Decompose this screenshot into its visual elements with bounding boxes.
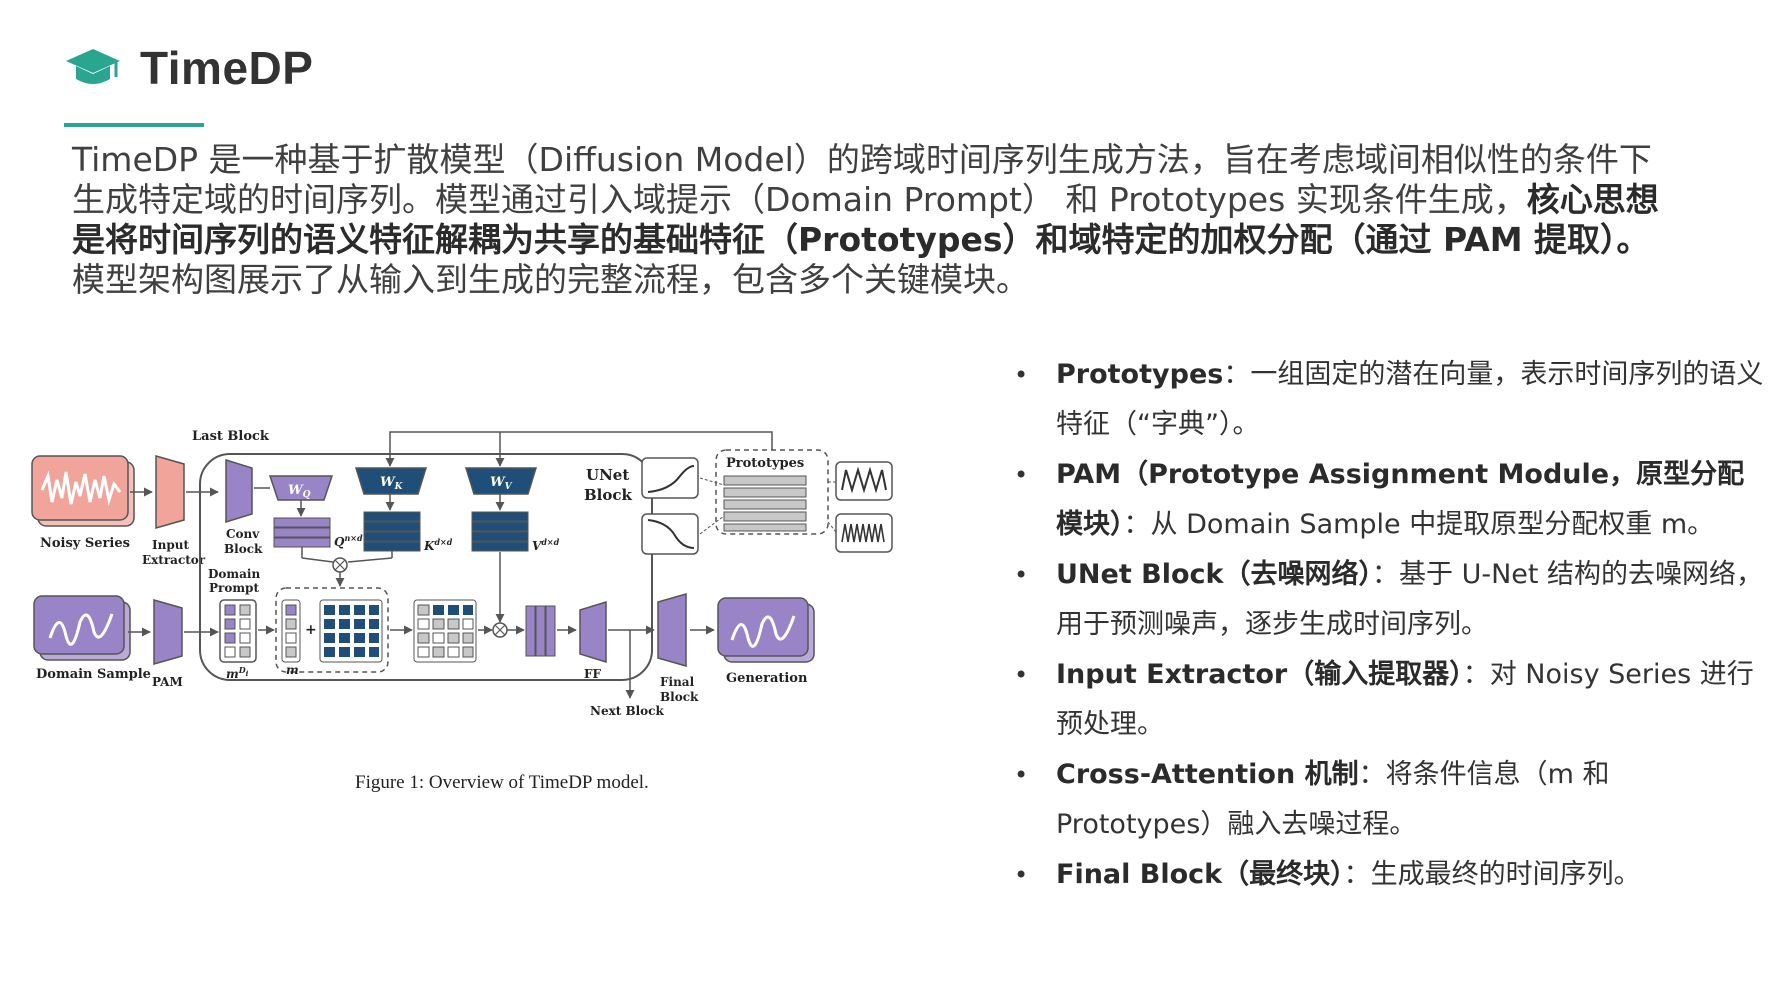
generation-label: Generation	[726, 671, 808, 686]
last-block-label: Last Block	[192, 429, 270, 444]
domain-sample-box	[33, 595, 131, 661]
bullet-unet: UNet Block（去噪网络）：基于 U-Net 结构的去噪网络，用于预测噪声…	[1010, 550, 1770, 650]
domain-prompt-label-2: Prompt	[209, 581, 259, 595]
bullet-pam: PAM（Prototype Assignment Module，原型分配模块）：…	[1010, 450, 1770, 550]
domain-prompt-grid	[219, 599, 257, 663]
v-matrix	[471, 511, 529, 552]
wk-projection	[354, 467, 428, 495]
domain-sample-label: Domain Sample	[36, 667, 151, 682]
intro-line-1: TimeDP 是一种基于扩散模型（Diffusion Model）的跨域时间序列…	[72, 140, 1652, 179]
next-block-label: Next Block	[590, 704, 664, 718]
generation-box	[717, 597, 815, 663]
title-underline	[64, 123, 204, 127]
wq-projection	[268, 475, 334, 501]
input-extractor-label-2: Extractor	[142, 553, 206, 567]
slide-header: TimeDP	[64, 38, 313, 98]
prototypes-group	[715, 449, 829, 535]
svg-text:Vd×d: Vd×d	[532, 537, 560, 553]
svg-text:WQ: WQ	[288, 483, 311, 500]
intro-line-3: 是将时间序列的语义特征解耦为共享的基础特征（Prototypes）和域特定的加权…	[72, 220, 1650, 259]
domain-prompt-label-1: Domain	[208, 567, 260, 581]
figure-caption: Figure 1: Overview of TimeDP model.	[355, 772, 649, 793]
noisy-series-box	[31, 455, 135, 527]
svg-text:WK: WK	[380, 475, 404, 492]
final-block-label-2: Block	[660, 690, 699, 704]
conv-block-label-2: Block	[224, 542, 263, 556]
svg-text:Kd×d: Kd×d	[423, 537, 453, 553]
timedp-diagram: Last Block Noisy Series Input Extractor …	[31, 429, 893, 718]
prototype-vectors	[723, 475, 807, 532]
svg-text:Qn×d: Qn×d	[334, 533, 363, 549]
conv-block-label-1: Conv	[226, 527, 260, 541]
feature-bullet-list: Prototypes：一组固定的潜在向量，表示时间序列的语义特征（“字典”）。 …	[1010, 350, 1770, 900]
attention-concat	[525, 605, 556, 657]
final-block	[657, 593, 687, 667]
ff-block	[579, 600, 607, 664]
final-block-label-1: Final	[660, 675, 695, 689]
attention-output-grid	[413, 599, 477, 663]
intro-line-2: 生成特定域的时间序列。模型通过引入域提示（Domain Prompt） 和 Pr…	[72, 180, 1659, 219]
pam-label: PAM	[152, 675, 183, 689]
k-matrix	[363, 511, 421, 552]
bullet-final-block: Final Block（最终块）：生成最终的时间序列。	[1010, 850, 1770, 900]
prompt-combine-group	[275, 587, 389, 673]
architecture-figure: Last Block Noisy Series Input Extractor …	[30, 410, 1010, 810]
bullet-cross-attention: Cross-Attention 机制：将条件信息（m 和 Prototypes）…	[1010, 750, 1770, 850]
prototype-basis-left	[641, 457, 699, 555]
prototype-basis-right	[835, 461, 893, 553]
prototype-key-grid	[319, 599, 383, 663]
unet-label-2: Block	[584, 486, 633, 504]
plus-sign: +	[305, 622, 317, 638]
svg-text:WV: WV	[490, 475, 513, 492]
intro-line-4: 模型架构图展示了从输入到生成的完整流程，包含多个关键模块。	[72, 260, 1029, 299]
m-label: m	[286, 663, 299, 677]
unet-label-1: UNet	[586, 466, 629, 484]
graduation-cap-icon	[66, 49, 120, 84]
intro-paragraph: TimeDP 是一种基于扩散模型（Diffusion Model）的跨域时间序列…	[72, 140, 1692, 300]
bullet-input-extractor: Input Extractor（输入提取器）：对 Noisy Series 进行…	[1010, 650, 1770, 750]
noisy-series-label: Noisy Series	[40, 536, 130, 551]
prototypes-label: Prototypes	[726, 456, 804, 471]
svg-text:mDi: mDi	[226, 665, 249, 681]
input-extractor-block	[155, 455, 185, 529]
pam-block	[153, 599, 183, 665]
bullet-prototypes: Prototypes：一组固定的潜在向量，表示时间序列的语义特征（“字典”）。	[1010, 350, 1770, 450]
unet-block-frame	[199, 453, 653, 681]
q-matrix	[273, 517, 331, 548]
conv-block	[225, 458, 253, 524]
page-title: TimeDP	[140, 42, 314, 94]
ff-label: FF	[584, 667, 602, 681]
input-extractor-label-1: Input	[152, 538, 189, 552]
wv-projection	[464, 467, 538, 495]
m-vector	[281, 599, 301, 663]
